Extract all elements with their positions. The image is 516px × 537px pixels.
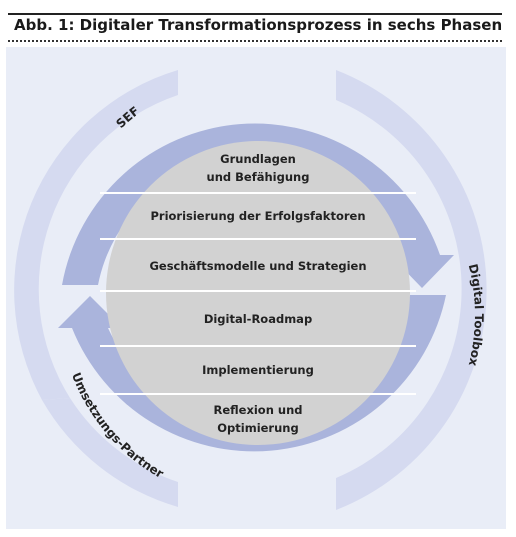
sef-band bbox=[14, 70, 178, 400]
phase-6-line-1: Reflexion und bbox=[213, 403, 302, 417]
phase-1-line-1: Grundlagen bbox=[220, 152, 296, 166]
phase-dividers bbox=[100, 192, 416, 395]
phase-1-line-2: und Befähigung bbox=[207, 170, 310, 184]
phase-5-label: Implementierung bbox=[202, 363, 314, 377]
center-disc bbox=[106, 141, 410, 445]
toolbox-band bbox=[336, 70, 487, 510]
digital-toolbox-label: Digital Toolbox bbox=[466, 263, 486, 368]
upper-ring-arc bbox=[62, 123, 454, 289]
phase-6-line-2: Optimierung bbox=[217, 421, 298, 435]
top-rule bbox=[8, 13, 502, 15]
title-divider bbox=[8, 40, 502, 42]
figure-title: Abb. 1: Digitaler Transformationsprozess… bbox=[14, 16, 503, 34]
phase-2-label: Priorisierung der Erfolgsfaktoren bbox=[150, 209, 365, 223]
phase-3-label: Geschäftsmodelle und Strategien bbox=[149, 259, 366, 273]
phase-4-label: Digital-Roadmap bbox=[204, 312, 312, 326]
partner-band bbox=[42, 398, 178, 507]
